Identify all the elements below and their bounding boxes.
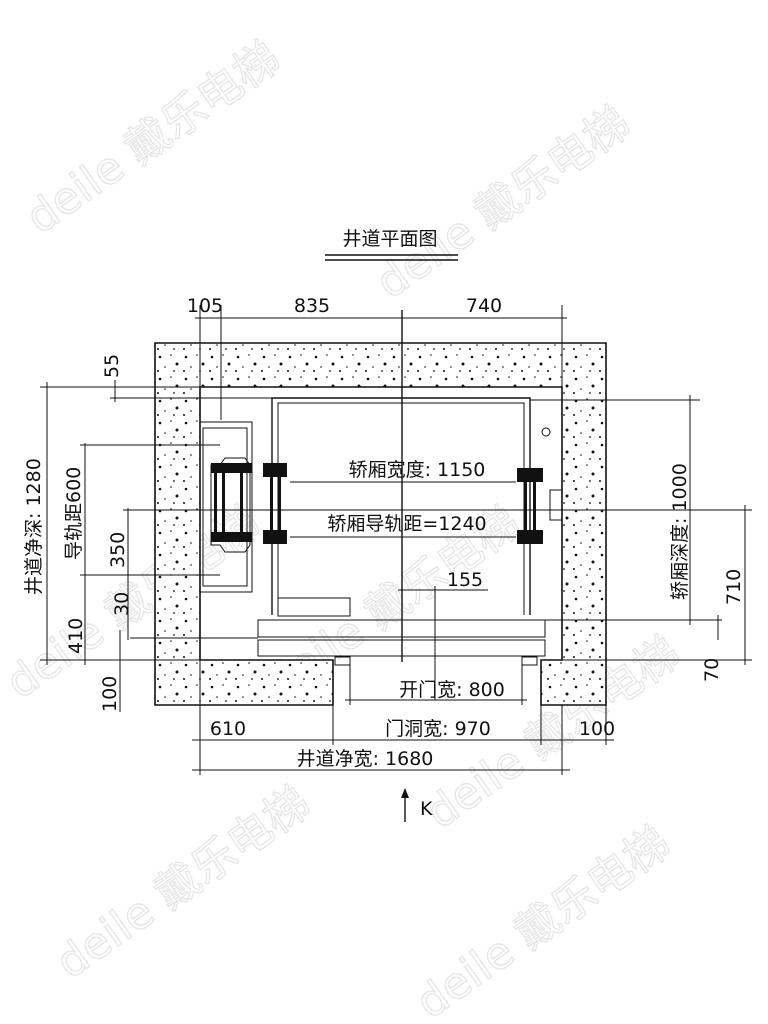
svg-text:410: 410	[65, 618, 87, 654]
svg-text:350: 350	[107, 532, 129, 568]
svg-text:100: 100	[99, 676, 121, 712]
svg-text:门洞宽: 970: 门洞宽: 970	[385, 718, 491, 740]
left-dimensions: 55 井道净深: 1280 导轨距600 350 30 410 100	[23, 354, 562, 712]
car-sill-block	[277, 597, 351, 617]
drawing-title: 井道平面图	[342, 228, 437, 250]
svg-text:30: 30	[111, 592, 133, 616]
svg-text:610: 610	[210, 718, 246, 740]
svg-text:轿厢宽度: 1150: 轿厢宽度: 1150	[349, 459, 486, 481]
svg-text:开门宽: 800: 开门宽: 800	[399, 679, 505, 701]
svg-text:70: 70	[701, 658, 723, 682]
bottom-dimensions: 开门宽: 800 610 门洞宽: 970 100 井道净宽: 1680	[192, 660, 615, 775]
svg-text:710: 710	[723, 569, 745, 605]
svg-text:轿厢导轨距=1240: 轿厢导轨距=1240	[327, 513, 486, 535]
right-dimensions: 轿厢深度: 1000 710 70	[530, 395, 752, 682]
car-dimensions: 轿厢宽度: 1150 轿厢导轨距=1240 155	[200, 459, 752, 700]
svg-text:K: K	[420, 798, 433, 820]
svg-text:100: 100	[579, 718, 615, 740]
counterweight	[199, 421, 563, 593]
svg-text:deile 戴乐电梯: deile 戴乐电梯	[17, 32, 289, 244]
svg-text:轿厢深度: 1000: 轿厢深度: 1000	[669, 463, 691, 600]
svg-text:导轨距600: 导轨距600	[63, 467, 85, 560]
svg-text:55: 55	[101, 354, 123, 378]
svg-text:835: 835	[294, 295, 330, 317]
svg-text:105: 105	[187, 295, 223, 317]
view-marker-k: K	[401, 788, 433, 822]
svg-text:井道净宽: 1680: 井道净宽: 1680	[297, 748, 434, 770]
svg-text:deile 戴乐电梯: deile 戴乐电梯	[367, 97, 639, 309]
svg-text:740: 740	[466, 295, 502, 317]
top-dimensions: 105 835 740	[187, 295, 567, 420]
svg-text:155: 155	[447, 569, 483, 591]
svg-text:deile 戴乐电梯: deile 戴乐电梯	[407, 817, 679, 1024]
svg-text:井道净深: 1280: 井道净深: 1280	[23, 458, 45, 595]
arrow-up-icon	[401, 788, 409, 798]
svg-text:deile 戴乐电梯: deile 戴乐电梯	[47, 777, 319, 989]
